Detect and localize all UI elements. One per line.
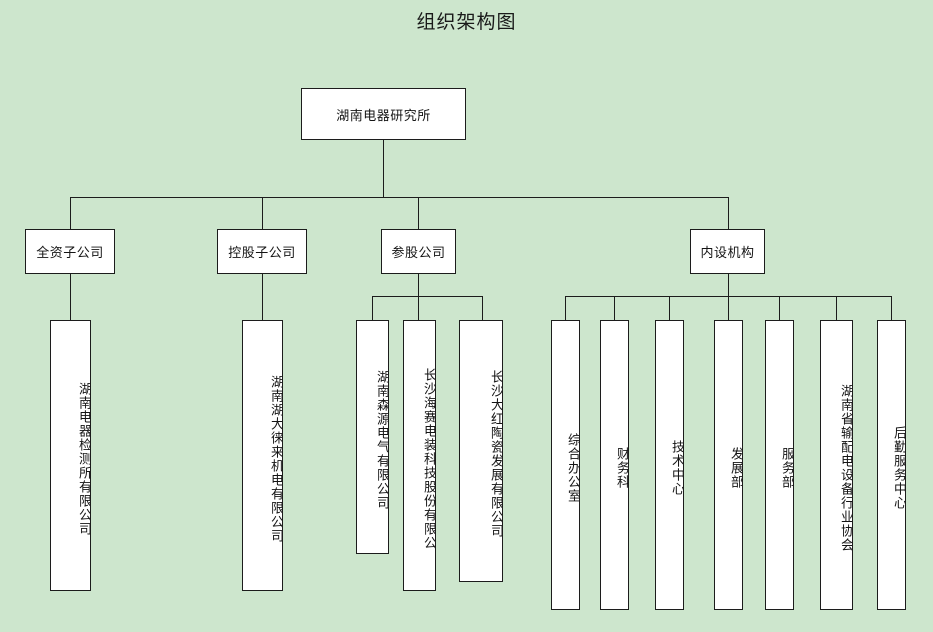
connector-holding-stem [262, 274, 263, 320]
connector-drop-dahong [482, 296, 483, 320]
connector-drop-haisai [418, 296, 419, 320]
connector-drop-caiwu [614, 296, 615, 320]
node-root-label: 湖南电器研究所 [336, 108, 431, 124]
connector-drop-xiehui [836, 296, 837, 320]
node-equity[interactable]: 参股公司 [381, 229, 456, 274]
leaf-changsha-haisai[interactable]: 长沙海赛电装科技股份有限公 [403, 320, 436, 591]
leaf-label: 长沙大红陶瓷发展有限公司 [488, 370, 503, 538]
connector-drop-equity [418, 197, 419, 229]
node-root[interactable]: 湖南电器研究所 [301, 88, 466, 140]
leaf-label: 湖南电器检测所有限公司 [76, 381, 91, 536]
leaf-label: 发展部 [728, 447, 743, 489]
leaf-jishu-zhongxin[interactable]: 技术中心 [655, 320, 684, 610]
leaf-label: 服务部 [779, 447, 794, 489]
node-wholly-owned[interactable]: 全资子公司 [25, 229, 115, 274]
leaf-label: 后勤服务中心 [891, 426, 906, 510]
connector-drop-fazhan [728, 296, 729, 320]
leaf-label: 湖南森源电气有限公司 [374, 370, 389, 510]
leaf-label: 综合办公室 [565, 433, 580, 503]
leaf-label: 湖南湖大徕来机电有限公司 [268, 374, 283, 543]
node-holding-label: 控股子公司 [228, 246, 296, 261]
leaf-fazhan-bu[interactable]: 发展部 [714, 320, 743, 610]
connector-equity-stem [418, 274, 419, 296]
leaf-hunan-shuruopeidian-xiehui[interactable]: 湖南省输配电设备行业协会 [820, 320, 853, 610]
connector-internal-stem [728, 274, 729, 296]
connector-drop-internal [728, 197, 729, 229]
node-wholly-owned-label: 全资子公司 [36, 246, 104, 261]
leaf-label: 技术中心 [669, 440, 684, 496]
connector-drop-houqin [891, 296, 892, 320]
connector-drop-senyuan [372, 296, 373, 320]
leaf-label: 长沙海赛电装科技股份有限公 [421, 367, 436, 550]
connector-equity-bus [372, 296, 482, 297]
leaf-caiwu-ke[interactable]: 财务科 [600, 320, 629, 610]
connector-root-stem [383, 140, 384, 197]
page-title: 组织架构图 [416, 11, 517, 33]
connector-level2-bus [70, 197, 728, 198]
connector-drop-zonghe [565, 296, 566, 320]
node-holding[interactable]: 控股子公司 [217, 229, 307, 274]
leaf-changsha-dahong[interactable]: 长沙大红陶瓷发展有限公司 [459, 320, 503, 582]
node-internal[interactable]: 内设机构 [690, 229, 765, 274]
leaf-fuwu-bu[interactable]: 服务部 [765, 320, 794, 610]
leaf-label: 财务科 [614, 447, 629, 489]
leaf-houqin-fuwu-zhongxin[interactable]: 后勤服务中心 [877, 320, 906, 610]
leaf-zonghe-bangongshi[interactable]: 综合办公室 [551, 320, 580, 610]
leaf-hunan-dianqi-jiance[interactable]: 湖南电器检测所有限公司 [50, 320, 91, 591]
connector-drop-jishu [669, 296, 670, 320]
connector-drop-holding [262, 197, 263, 229]
leaf-label: 湖南省输配电设备行业协会 [838, 384, 853, 552]
connector-wholly-owned-stem [70, 274, 71, 320]
node-internal-label: 内设机构 [700, 246, 755, 261]
leaf-hunan-senyuan[interactable]: 湖南森源电气有限公司 [356, 320, 389, 554]
connector-drop-wholly-owned [70, 197, 71, 229]
node-equity-label: 参股公司 [391, 246, 446, 261]
connector-drop-fuwu [779, 296, 780, 320]
leaf-hunan-huda-lailai[interactable]: 湖南湖大徕来机电有限公司 [242, 320, 283, 591]
